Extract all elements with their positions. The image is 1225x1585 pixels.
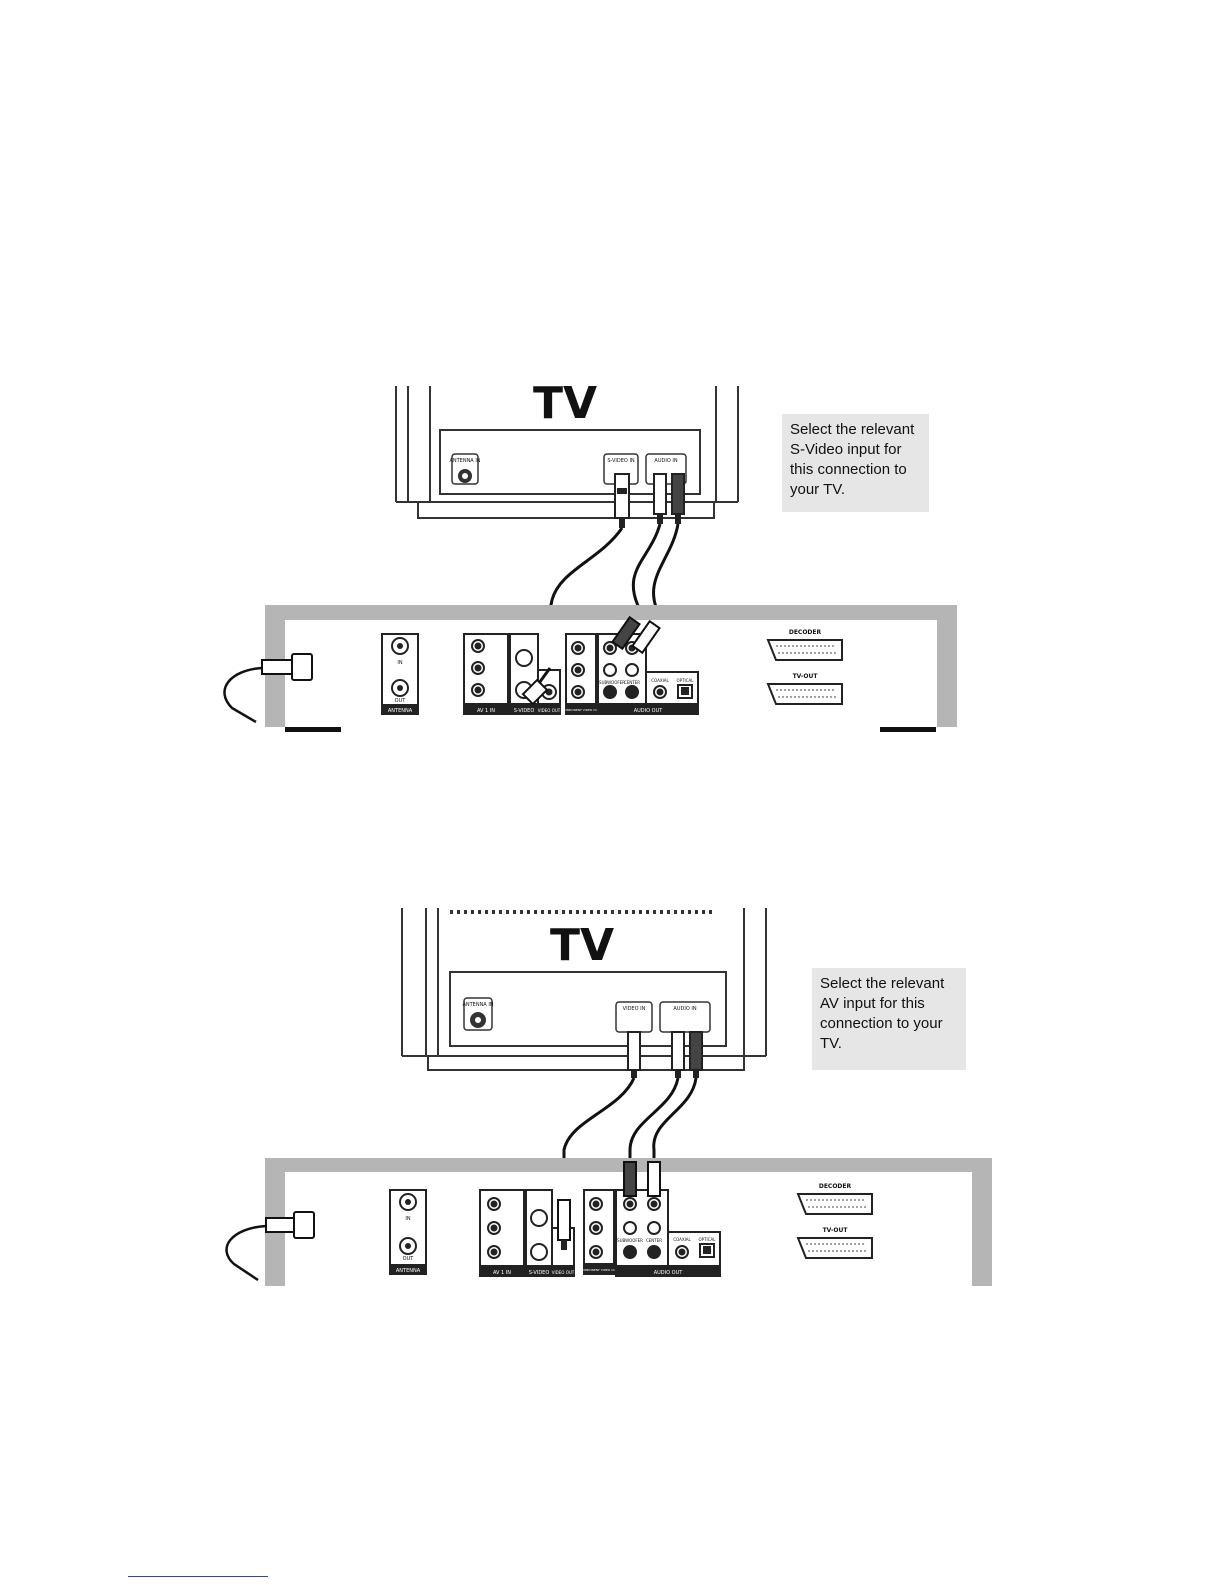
av-jacks-block-2 (479, 1189, 575, 1277)
audio-plug-white-top (653, 473, 667, 524)
tv-title: TV (533, 378, 597, 429)
power-cord-2 (225, 1211, 315, 1282)
av-note: Select the relevant AV input for this co… (812, 968, 966, 1070)
audio-out-label-2: AUDIO OUT (654, 1270, 684, 1276)
center-label-2: CENTER (646, 1238, 662, 1243)
component-label-2: COMPONENT VIDEO OUT (580, 1268, 617, 1272)
antenna-block-2 (389, 1189, 427, 1275)
decoder-label-2: DECODER (819, 1183, 852, 1190)
tv-antenna-label-2: ANTENNA IN (462, 1002, 493, 1008)
av-label-2: AV 1 IN (493, 1270, 511, 1276)
antenna-in-label-2: IN (405, 1216, 410, 1222)
video-out-label: VIDEO OUT (538, 708, 561, 713)
video-plug-bottom (557, 1199, 571, 1250)
svideo-note: Select the relevant S-Video input for th… (782, 414, 929, 512)
component-label: COMPONENT VIDEO OUT (562, 708, 599, 712)
audio-plugs-bottom-2 (623, 1161, 661, 1197)
tv-title-2: TV (550, 920, 614, 971)
tv-svideo-label: S-VIDEO IN (607, 458, 635, 464)
audio-plugs-bottom (611, 615, 661, 655)
coaxial-label-2: COAXIAL (673, 1237, 691, 1242)
power-cord (223, 653, 313, 724)
svideo-diagram-svg: TV ANTENNA IN S-VIDEO IN AUDIO IN (223, 378, 957, 732)
optical-label-2: OPTICAL (699, 1237, 717, 1242)
antenna-label: ANTENNA (388, 708, 413, 714)
audio-out-block-2 (615, 1189, 721, 1277)
tv-antenna-jack (451, 453, 479, 485)
tv-audio-label-2: AUDIO IN (673, 1006, 696, 1012)
audio-plug-white-top-2 (671, 1031, 685, 1078)
antenna-label-2: ANTENNA (396, 1268, 421, 1274)
subwoofer-label: SUBWOOFER (599, 680, 625, 685)
footer-rule (128, 1576, 268, 1577)
audio-plug-red-top-2 (689, 1031, 703, 1078)
av-label: AV 1 IN (477, 708, 495, 714)
antenna-in-label: IN (397, 660, 402, 666)
av-jacks-block (463, 633, 561, 715)
tv-out-scart (766, 683, 843, 705)
component-block-2 (583, 1189, 615, 1275)
decoder-scart (766, 639, 843, 661)
center-label: CENTER (624, 680, 640, 685)
audio-out-label: AUDIO OUT (634, 708, 664, 714)
svideo-label-2: S-VIDEO (529, 1270, 550, 1276)
subwoofer-label-2: SUBWOOFER (617, 1238, 643, 1243)
svideo-connection-diagram: TV ANTENNA IN S-VIDEO IN AUDIO IN (0, 0, 1225, 760)
svideo-plug-bottom (521, 667, 552, 706)
tv-antenna-label: ANTENNA IN (449, 458, 480, 464)
coaxial-label: COAXIAL (651, 678, 669, 683)
tv-out-label: TV-OUT (793, 673, 819, 680)
antenna-out-label: OUT (395, 698, 407, 704)
tv-video-label: VIDEO IN (623, 1006, 646, 1012)
decoder-label: DECODER (789, 629, 822, 636)
tv-audio-label: AUDIO IN (654, 458, 677, 464)
cables-2 (562, 1077, 698, 1200)
tv-antenna-jack-2 (463, 997, 493, 1031)
video-plug-top (627, 1031, 641, 1078)
svideo-plug-top (614, 473, 630, 528)
antenna-block (381, 633, 419, 715)
tv-out-scart-2 (796, 1237, 873, 1259)
optical-label: OPTICAL (677, 678, 695, 683)
video-out-label-2: VIDEO OUT (552, 1270, 575, 1275)
decoder-scart-2 (796, 1193, 873, 1215)
tv-out-label-2: TV-OUT (823, 1227, 849, 1234)
svideo-label: S-VIDEO (514, 708, 535, 714)
component-block (565, 633, 597, 715)
antenna-out-label-2: OUT (403, 1256, 415, 1262)
audio-plug-red-top (671, 473, 685, 524)
